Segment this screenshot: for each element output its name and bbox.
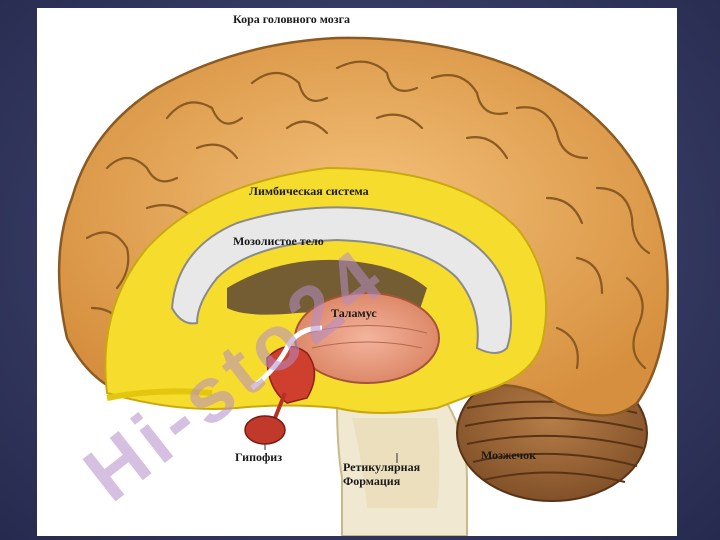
label-thalamus: Таламус <box>331 306 377 320</box>
label-pituitary: Гипофиз <box>235 450 283 464</box>
label-cortex: Кора головного мозга <box>233 12 351 26</box>
brain-diagram-svg <box>57 36 669 536</box>
reticular-formation <box>352 418 440 508</box>
cortex-gyri <box>85 60 651 370</box>
label-corpus-callosum: Мозолистое тело <box>233 234 324 248</box>
label-reticular-line2: Формация <box>343 474 401 488</box>
label-reticular-formation: Ретикулярная Формация <box>343 460 453 488</box>
fornix <box>250 325 323 390</box>
label-reticular-line1: Ретикулярная <box>343 460 421 474</box>
pituitary-stalk <box>273 392 287 419</box>
label-limbic-system: Лимбическая система <box>249 184 369 198</box>
label-cerebellum: Мозжечок <box>481 448 537 462</box>
corpus-callosum <box>170 206 512 354</box>
pituitary <box>244 415 286 445</box>
brain-diagram-figure: Hi-sto24 Кора головного мозга Лимбическа… <box>37 8 677 536</box>
